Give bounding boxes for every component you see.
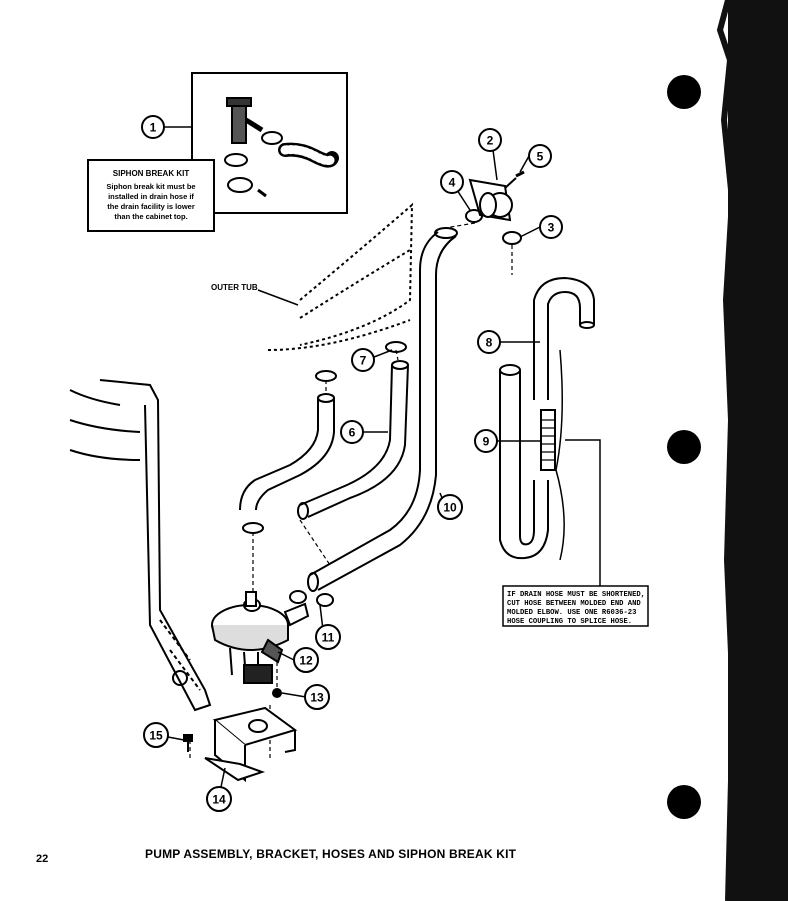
hose-8 <box>499 276 595 561</box>
callout-5-label: 5 <box>537 150 544 164</box>
drain-note-line-4: HOSE COUPLING TO SPLICE HOSE. <box>507 618 632 626</box>
clamp-11-a <box>289 590 307 604</box>
callout-8: 8 <box>477 330 501 354</box>
drain-note-line-3: MOLDED ELBOW. USE ONE R6036-23 <box>507 609 636 617</box>
drain-note-box <box>502 585 649 627</box>
callout-11: 11 <box>315 624 341 650</box>
callout-10: 10 <box>437 494 463 520</box>
callout-1-label: 1 <box>150 121 157 135</box>
callout-2: 2 <box>478 128 502 152</box>
nut-13 <box>272 688 282 698</box>
callout-5: 5 <box>528 144 552 168</box>
page-edge-shadow <box>728 0 788 901</box>
callout-8-label: 8 <box>486 336 493 350</box>
screw-5 <box>515 170 525 178</box>
siphon-screw <box>257 188 267 198</box>
page-number: 22 <box>36 853 49 865</box>
drain-note-line-1: IF DRAIN HOSE MUST BE SHORTENED, <box>507 591 645 599</box>
callout-10-label: 10 <box>443 501 457 515</box>
outer-tub-leader <box>257 289 299 306</box>
callout-3: 3 <box>539 215 563 239</box>
callout-11-label: 11 <box>322 631 335 645</box>
siphon-hose-clamp <box>224 131 283 193</box>
callout-leaders <box>164 126 541 788</box>
callout-6-label: 6 <box>349 426 356 440</box>
drain-elbow-2 <box>468 177 517 222</box>
hose-coupling-9 <box>540 409 556 471</box>
figure-caption: PUMP ASSEMBLY, BRACKET, HOSES AND SIPHON… <box>145 847 517 861</box>
pump-assembly <box>211 591 310 684</box>
drain-note-leader <box>565 439 601 586</box>
outer-tub-label: OUTER TUB <box>211 283 258 292</box>
clamp-7-lower <box>315 370 337 382</box>
siphon-kit-line-3: the drain facility is lower <box>107 202 195 211</box>
siphon-kit-line-2: installed in drain hose if <box>108 192 194 201</box>
callout-14: 14 <box>206 786 232 812</box>
siphon-kit-box <box>87 72 348 232</box>
page-edge-torn <box>716 0 737 901</box>
hose-6 <box>239 360 409 520</box>
callout-13: 13 <box>304 684 330 710</box>
alignment-lines <box>189 222 513 760</box>
siphon-tee-fitting <box>226 97 264 144</box>
siphon-kit-title: SIPHON BREAK KIT <box>113 169 190 178</box>
binder-hole-top <box>667 75 701 109</box>
callout-2-label: 2 <box>487 134 494 148</box>
binder-hole-middle <box>667 430 701 464</box>
callout-4-label: 4 <box>449 176 456 190</box>
siphon-kit-line-4: than the cabinet top. <box>114 212 187 221</box>
callout-12-label: 12 <box>299 654 313 668</box>
clamp-3 <box>502 231 522 245</box>
callout-15-label: 15 <box>149 729 163 743</box>
callout-7-label: 7 <box>360 354 367 368</box>
callout-4: 4 <box>440 170 464 194</box>
callout-9: 9 <box>474 429 498 453</box>
clamp-11-b <box>316 593 334 607</box>
callout-6: 6 <box>340 420 364 444</box>
frame-member <box>69 379 212 712</box>
outer-tub-outline <box>267 202 414 351</box>
callout-13-label: 13 <box>310 691 324 705</box>
clamp-4 <box>465 209 483 223</box>
drain-note-line-2: CUT HOSE BETWEEN MOLDED END AND <box>507 600 641 608</box>
siphon-kit-line-1: Siphon break kit must be <box>106 182 195 191</box>
callout-7: 7 <box>351 348 375 372</box>
binder-hole-bottom <box>667 785 701 819</box>
hose-10 <box>307 227 458 592</box>
callout-14-label: 14 <box>212 793 226 807</box>
frame-grommet <box>172 670 188 686</box>
siphon-kit-note-box <box>87 159 215 232</box>
pump-bracket-14 <box>204 706 298 783</box>
callout-9-label: 9 <box>483 435 490 449</box>
callout-1: 1 <box>141 115 165 139</box>
screw-15 <box>183 734 193 752</box>
callout-3-label: 3 <box>548 221 555 235</box>
clamp-pump-inlet <box>242 522 264 534</box>
callout-15: 15 <box>143 722 169 748</box>
callout-12: 12 <box>293 647 319 673</box>
